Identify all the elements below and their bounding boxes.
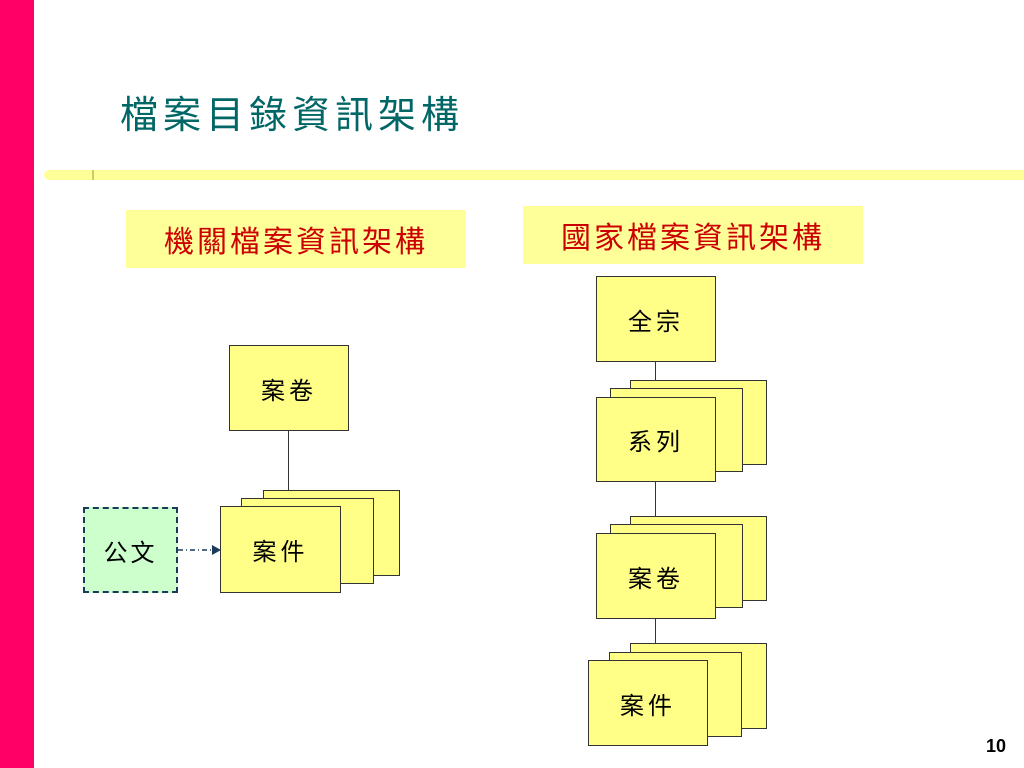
title-underline [44,170,1024,180]
right-connector-series-volume [655,482,656,534]
agency-architecture-heading: 機關檔案資訊架構 [126,210,466,268]
page-number: 10 [985,736,1006,756]
slide-title: 檔案目錄資訊架構 [120,93,465,137]
left-accent-bar [0,0,34,768]
national-architecture-heading: 國家檔案資訊架構 [523,206,863,264]
document-to-case-arrow [178,545,221,555]
left-file-volume-box: 案卷 [229,345,349,431]
document-to-case-arrowhead [212,545,221,555]
right-file-volume-box: 案卷 [596,533,716,619]
document-box: 公文 [83,507,178,593]
left-connector-volume-case [288,431,289,508]
right-fonds-box: 全宗 [596,276,716,362]
title-underline-tick [92,170,94,180]
right-case-box: 案件 [588,660,708,746]
right-connector-volume-case [655,619,656,661]
left-case-box: 案件 [220,506,341,593]
right-series-box: 系列 [596,397,716,482]
